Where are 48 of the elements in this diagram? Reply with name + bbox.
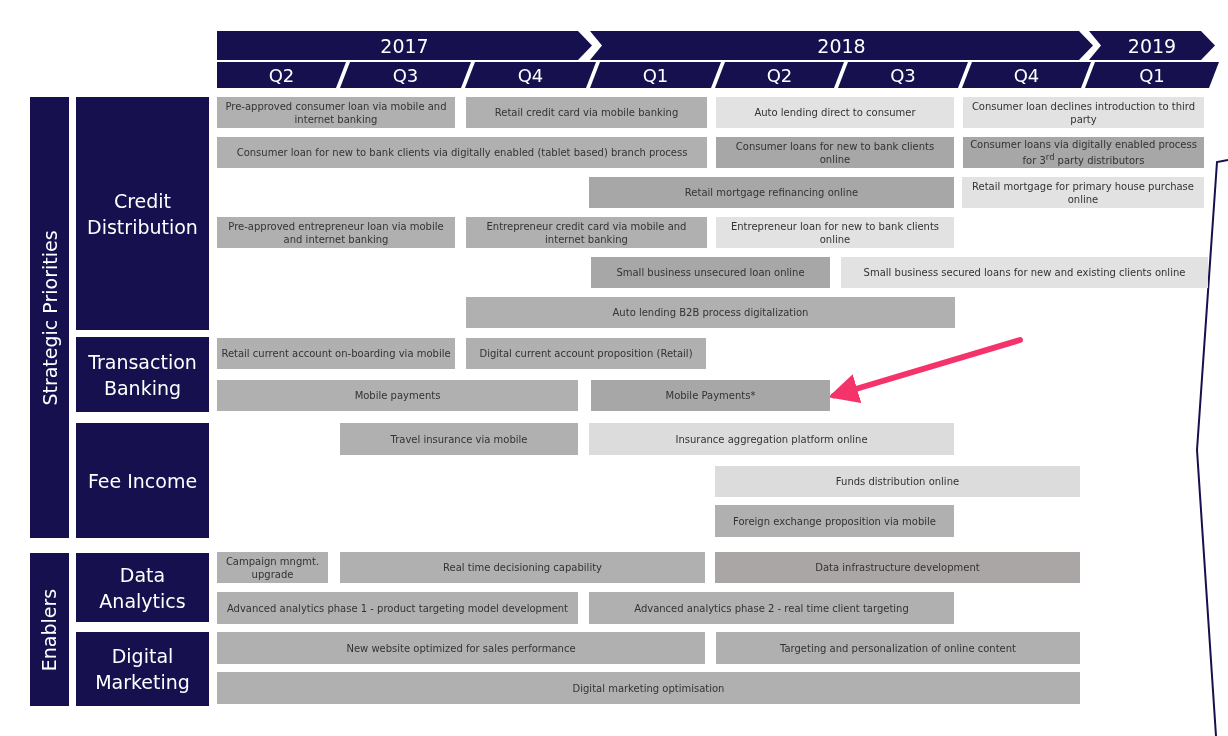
initiative-bar: Data infrastructure development <box>715 552 1080 583</box>
initiative-bar: Retail mortgage for primary house purchase online <box>962 177 1204 208</box>
section-label: Strategic Priorities <box>30 97 69 538</box>
quarter-header: Q2 <box>217 62 346 88</box>
initiative-bar: New website optimized for sales performance <box>217 632 705 664</box>
initiative-bar: Digital marketing optimisation <box>217 672 1080 704</box>
initiative-bar: Advanced analytics phase 1 - product targeting model development <box>217 592 578 624</box>
initiative-bar: Foreign exchange proposition via mobile <box>715 505 954 537</box>
quarter-header: Q1 <box>1085 62 1219 88</box>
category-label: Credit Distribution <box>76 97 209 330</box>
initiative-bar: Consumer loans via digitally enabled process for 3$^{rd}$ party distributors <box>963 137 1204 168</box>
initiative-bar: Consumer loan declines introduction to third party <box>963 97 1204 128</box>
initiative-bar: Real time decisioning capability <box>340 552 705 583</box>
initiative-bar: Pre-approved consumer loan via mobile and internet banking <box>217 97 455 128</box>
initiative-bar: Insurance aggregation platform online <box>589 423 954 455</box>
initiative-bar: Pre-approved entrepreneur loan via mobile and internet banking <box>217 217 455 248</box>
year-header: 2017 <box>217 31 592 60</box>
initiative-bar: Advanced analytics phase 2 - real time client targeting <box>589 592 954 624</box>
initiative-bar: Retail mortgage refinancing online <box>589 177 954 208</box>
initiative-bar: Entrepreneur loan for new to bank clients online <box>716 217 954 248</box>
initiative-bar: Targeting and personalization of online content <box>716 632 1080 664</box>
quarter-header: Q4 <box>962 62 1091 88</box>
category-label: Data Analytics <box>76 553 209 622</box>
category-label: Transaction Banking <box>76 337 209 412</box>
initiative-bar: Entrepreneur credit card via mobile and internet banking <box>466 217 707 248</box>
initiative-bar: Small business unsecured loan online <box>591 257 830 288</box>
quarter-header: Q3 <box>838 62 968 88</box>
quarter-header: Q3 <box>340 62 471 88</box>
initiative-bar: Retail credit card via mobile banking <box>466 97 707 128</box>
initiative-bar: Mobile payments <box>217 380 578 411</box>
quarter-header: Q1 <box>590 62 721 88</box>
initiative-bar: Campaign mngmt. upgrade <box>217 552 328 583</box>
quarter-header: Q2 <box>715 62 844 88</box>
section-label: Enablers <box>30 553 69 706</box>
initiative-bar: Travel insurance via mobile <box>340 423 578 455</box>
quarter-header: Q4 <box>465 62 596 88</box>
year-header: 2019 <box>1089 31 1215 60</box>
initiative-bar: Digital current account proposition (Retail) <box>466 338 706 369</box>
initiative-bar: Small business secured loans for new and existing clients online <box>841 257 1208 288</box>
category-label: Digital Marketing <box>76 632 209 706</box>
initiative-bar: Auto lending direct to consumer <box>716 97 954 128</box>
initiative-bar: Auto lending B2B process digitalization <box>466 297 955 328</box>
initiative-bar: Mobile Payments* <box>591 380 830 411</box>
initiative-bar: Retail current account on-boarding via mobile <box>217 338 455 369</box>
initiative-bar: Funds distribution online <box>715 466 1080 497</box>
initiative-bar: Consumer loans for new to bank clients online <box>716 137 954 168</box>
initiative-bar: Consumer loan for new to bank clients via digitally enabled (tablet based) branch process <box>217 137 707 168</box>
category-label: Fee Income <box>76 423 209 538</box>
